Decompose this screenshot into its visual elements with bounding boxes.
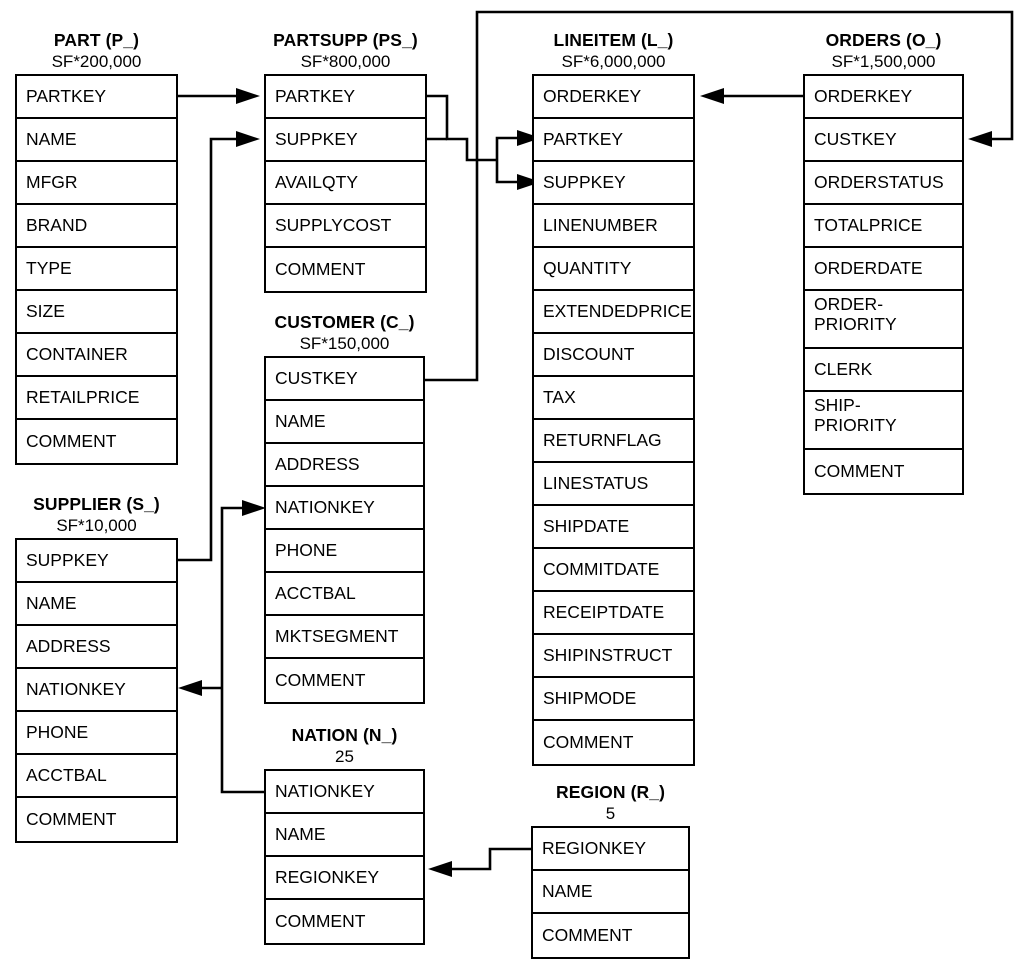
entity-region-cardinality: 5 [605,804,616,823]
field-lineitem-tax[interactable]: TAX [534,377,693,420]
field-orders-shippriority[interactable]: SHIP- PRIORITY [805,392,962,450]
field-orders-orderdate[interactable]: ORDERDATE [805,248,962,291]
field-part-mfgr[interactable]: MFGR [17,162,176,205]
field-supplier-nationkey[interactable]: NATIONKEY [17,669,176,712]
field-orders-orderkey[interactable]: ORDERKEY [805,76,962,119]
entity-orders: ORDERS (O_) SF*1,500,000 ORDERKEY CUSTKE… [803,30,964,495]
entity-region-title: REGION (R_) [555,782,666,802]
field-orders-custkey[interactable]: CUSTKEY [805,119,962,162]
field-lineitem-orderkey[interactable]: ORDERKEY [534,76,693,119]
field-supplier-suppkey[interactable]: SUPPKEY [17,540,176,583]
entity-partsupp-field-list: PARTKEY SUPPKEY AVAILQTY SUPPLYCOST COMM… [264,74,427,293]
connector-nation-to-customer-supplier [178,500,266,794]
field-customer-phone[interactable]: PHONE [266,530,423,573]
entity-orders-title: ORDERS (O_) [825,30,942,50]
entity-region-field-list: REGIONKEY NAME COMMENT [531,826,690,959]
field-nation-comment[interactable]: COMMENT [266,900,423,943]
field-partsupp-comment[interactable]: COMMENT [266,248,425,291]
entity-nation: NATION (N_) 25 NATIONKEY NAME REGIONKEY … [264,725,425,945]
entity-partsupp-cardinality: SF*800,000 [300,52,391,71]
connector-supplier-to-partsupp [177,131,260,562]
connector-orders-to-lineitem [700,88,803,104]
field-part-comment[interactable]: COMMENT [17,420,176,463]
field-lineitem-extendedprice[interactable]: EXTENDEDPRICE [534,291,693,334]
entity-part-field-list: PARTKEY NAME MFGR BRAND TYPE SIZE CONTAI… [15,74,178,465]
field-supplier-acctbal[interactable]: ACCTBAL [17,755,176,798]
field-partsupp-partkey[interactable]: PARTKEY [266,76,425,119]
entity-lineitem: LINEITEM (L_) SF*6,000,000 ORDERKEY PART… [532,30,695,766]
field-customer-mktsegment[interactable]: MKTSEGMENT [266,616,423,659]
entity-part: PART (P_) SF*200,000 PARTKEY NAME MFGR B… [15,30,178,465]
field-lineitem-linestatus[interactable]: LINESTATUS [534,463,693,506]
entity-customer-cardinality: SF*150,000 [299,334,390,353]
field-customer-comment[interactable]: COMMENT [266,659,423,702]
field-customer-name[interactable]: NAME [266,401,423,444]
field-customer-address[interactable]: ADDRESS [266,444,423,487]
field-part-size[interactable]: SIZE [17,291,176,334]
field-supplier-name[interactable]: NAME [17,583,176,626]
connector-part-to-partsupp [177,88,260,104]
field-customer-acctbal[interactable]: ACCTBAL [266,573,423,616]
field-lineitem-discount[interactable]: DISCOUNT [534,334,693,377]
entity-region: REGION (R_) 5 REGIONKEY NAME COMMENT [531,782,690,959]
field-lineitem-shipinstruct[interactable]: SHIPINSTRUCT [534,635,693,678]
connector-region-to-nation [428,847,531,877]
entity-nation-title: NATION (N_) [291,725,398,745]
entity-supplier-field-list: SUPPKEY NAME ADDRESS NATIONKEY PHONE ACC… [15,538,178,843]
field-region-comment[interactable]: COMMENT [533,914,688,957]
field-lineitem-comment[interactable]: COMMENT [534,721,693,764]
field-lineitem-shipmode[interactable]: SHIPMODE [534,678,693,721]
field-lineitem-linenumber[interactable]: LINENUMBER [534,205,693,248]
entity-partsupp: PARTSUPP (PS_) SF*800,000 PARTKEY SUPPKE… [264,30,427,293]
field-supplier-address[interactable]: ADDRESS [17,626,176,669]
entity-customer-title: CUSTOMER (C_) [274,312,415,332]
field-orders-clerk[interactable]: CLERK [805,349,962,392]
field-nation-nationkey[interactable]: NATIONKEY [266,771,423,814]
field-part-retailprice[interactable]: RETAILPRICE [17,377,176,420]
field-lineitem-partkey[interactable]: PARTKEY [534,119,693,162]
field-orders-totalprice[interactable]: TOTALPRICE [805,205,962,248]
field-partsupp-suppkey[interactable]: SUPPKEY [266,119,425,162]
field-part-partkey[interactable]: PARTKEY [17,76,176,119]
entity-nation-cardinality: 25 [335,747,354,766]
field-lineitem-receiptdate[interactable]: RECEIPTDATE [534,592,693,635]
field-supplier-phone[interactable]: PHONE [17,712,176,755]
field-lineitem-quantity[interactable]: QUANTITY [534,248,693,291]
field-part-type[interactable]: TYPE [17,248,176,291]
field-lineitem-shipdate[interactable]: SHIPDATE [534,506,693,549]
entity-orders-field-list: ORDERKEY CUSTKEY ORDERSTATUS TOTALPRICE … [803,74,964,495]
entity-lineitem-title: LINEITEM (L_) [553,30,674,50]
field-partsupp-availqty[interactable]: AVAILQTY [266,162,425,205]
entity-orders-cardinality: SF*1,500,000 [831,52,936,71]
field-part-brand[interactable]: BRAND [17,205,176,248]
entity-lineitem-field-list: ORDERKEY PARTKEY SUPPKEY LINENUMBER QUAN… [532,74,695,766]
field-region-regionkey[interactable]: REGIONKEY [533,828,688,871]
field-lineitem-suppkey[interactable]: SUPPKEY [534,162,693,205]
field-orders-orderpriority[interactable]: ORDER- PRIORITY [805,291,962,349]
entity-supplier-title: SUPPLIER (S_) [33,494,160,514]
entity-supplier: SUPPLIER (S_) SF*10,000 SUPPKEY NAME ADD… [15,494,178,843]
entity-partsupp-title: PARTSUPP (PS_) [273,30,418,50]
entity-part-title: PART (P_) [53,30,140,50]
field-nation-regionkey[interactable]: REGIONKEY [266,857,423,900]
field-partsupp-supplycost[interactable]: SUPPLYCOST [266,205,425,248]
field-customer-nationkey[interactable]: NATIONKEY [266,487,423,530]
entity-customer: CUSTOMER (C_) SF*150,000 CUSTKEY NAME AD… [264,312,425,704]
connector-partsupp-to-lineitem [427,94,541,190]
field-part-name[interactable]: NAME [17,119,176,162]
entity-nation-field-list: NATIONKEY NAME REGIONKEY COMMENT [264,769,425,945]
field-nation-name[interactable]: NAME [266,814,423,857]
field-supplier-comment[interactable]: COMMENT [17,798,176,841]
entity-lineitem-cardinality: SF*6,000,000 [561,52,666,71]
field-lineitem-commitdate[interactable]: COMMITDATE [534,549,693,592]
entity-customer-field-list: CUSTKEY NAME ADDRESS NATIONKEY PHONE ACC… [264,356,425,704]
field-orders-orderstatus[interactable]: ORDERSTATUS [805,162,962,205]
field-orders-comment[interactable]: COMMENT [805,450,962,493]
field-lineitem-returnflag[interactable]: RETURNFLAG [534,420,693,463]
field-region-name[interactable]: NAME [533,871,688,914]
field-part-container[interactable]: CONTAINER [17,334,176,377]
entity-part-cardinality: SF*200,000 [51,52,142,71]
field-customer-custkey[interactable]: CUSTKEY [266,358,423,401]
entity-supplier-cardinality: SF*10,000 [56,516,137,535]
